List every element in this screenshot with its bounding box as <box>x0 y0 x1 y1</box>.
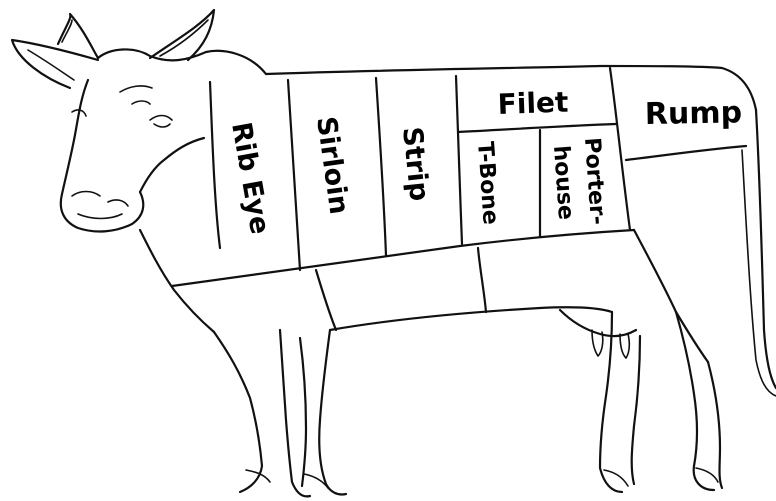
cow-head <box>10 8 268 233</box>
cut-division-lines <box>170 66 748 332</box>
cut-labels: Rib Eye Sirloin Strip Filet T-Bone Porte… <box>225 86 742 237</box>
label-strip: Strip <box>396 125 435 202</box>
label-t-bone: T-Bone <box>472 141 503 226</box>
label-sirloin: Sirloin <box>310 115 354 217</box>
label-porterhouse-line2: house <box>548 145 578 221</box>
label-rib-eye: Rib Eye <box>225 120 275 237</box>
label-porterhouse-line1: Porter- <box>579 137 610 226</box>
label-filet: Filet <box>497 86 569 121</box>
cow-legs <box>212 310 724 498</box>
label-rump: Rump <box>645 95 743 132</box>
